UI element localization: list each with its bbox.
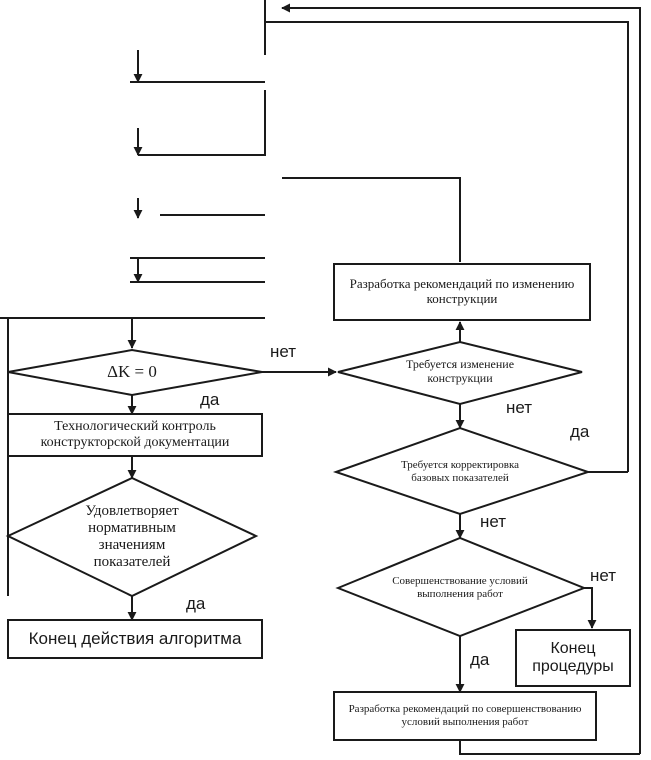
conditions-box-shape (333, 691, 597, 741)
base-adjust-label: Требуется корректировка базовых показате… (400, 459, 520, 484)
edge-label-satisfies-yes: да (186, 594, 206, 613)
edge-label-improve-no: нет (590, 566, 617, 585)
improve-conditions-label: Совершенствование условий выполнения раб… (392, 575, 528, 600)
edge-label-design-no: нет (506, 398, 533, 417)
end-algorithm-box-shape (7, 619, 263, 659)
loop-outer (630, 7, 641, 754)
edge-label-delta-yes: да (200, 390, 220, 409)
edge-label-base-yes: да (570, 422, 590, 441)
satisfies-diamond-shape (5, 476, 259, 598)
loop-top-line (265, 21, 629, 472)
arrow-improve-no (584, 587, 597, 629)
redesign-box-shape (333, 263, 591, 321)
right-block-return (282, 177, 461, 262)
edge-label-improve-yes: да (470, 650, 490, 669)
edge-label-base-no: нет (480, 512, 507, 531)
end-procedure-label: Конец процедуры (532, 639, 614, 675)
delta-k-label: ΔK = 0 (107, 362, 157, 382)
end-procedure-box-shape (515, 629, 631, 687)
redesign-recommendations-label: Разработка рекомендаций по изменению кон… (349, 276, 575, 306)
bottom-return (459, 740, 640, 755)
end-algorithm-label: Конец действия алгоритма (28, 629, 242, 649)
stub-return-1 (138, 90, 266, 156)
edge-label-delta-no: нет (270, 342, 297, 361)
tech-control-label: Технологический контроль конструкторской… (40, 418, 230, 450)
design-change-diamond-shape (337, 340, 583, 406)
design-change-label: Требуется изменение конструкции (405, 357, 515, 385)
conditions-recommendations-label: Разработка рекомендаций по совершенствов… (348, 703, 582, 728)
satisfies-norms-label: Удовлетворяет нормативным значениям пока… (85, 502, 179, 571)
